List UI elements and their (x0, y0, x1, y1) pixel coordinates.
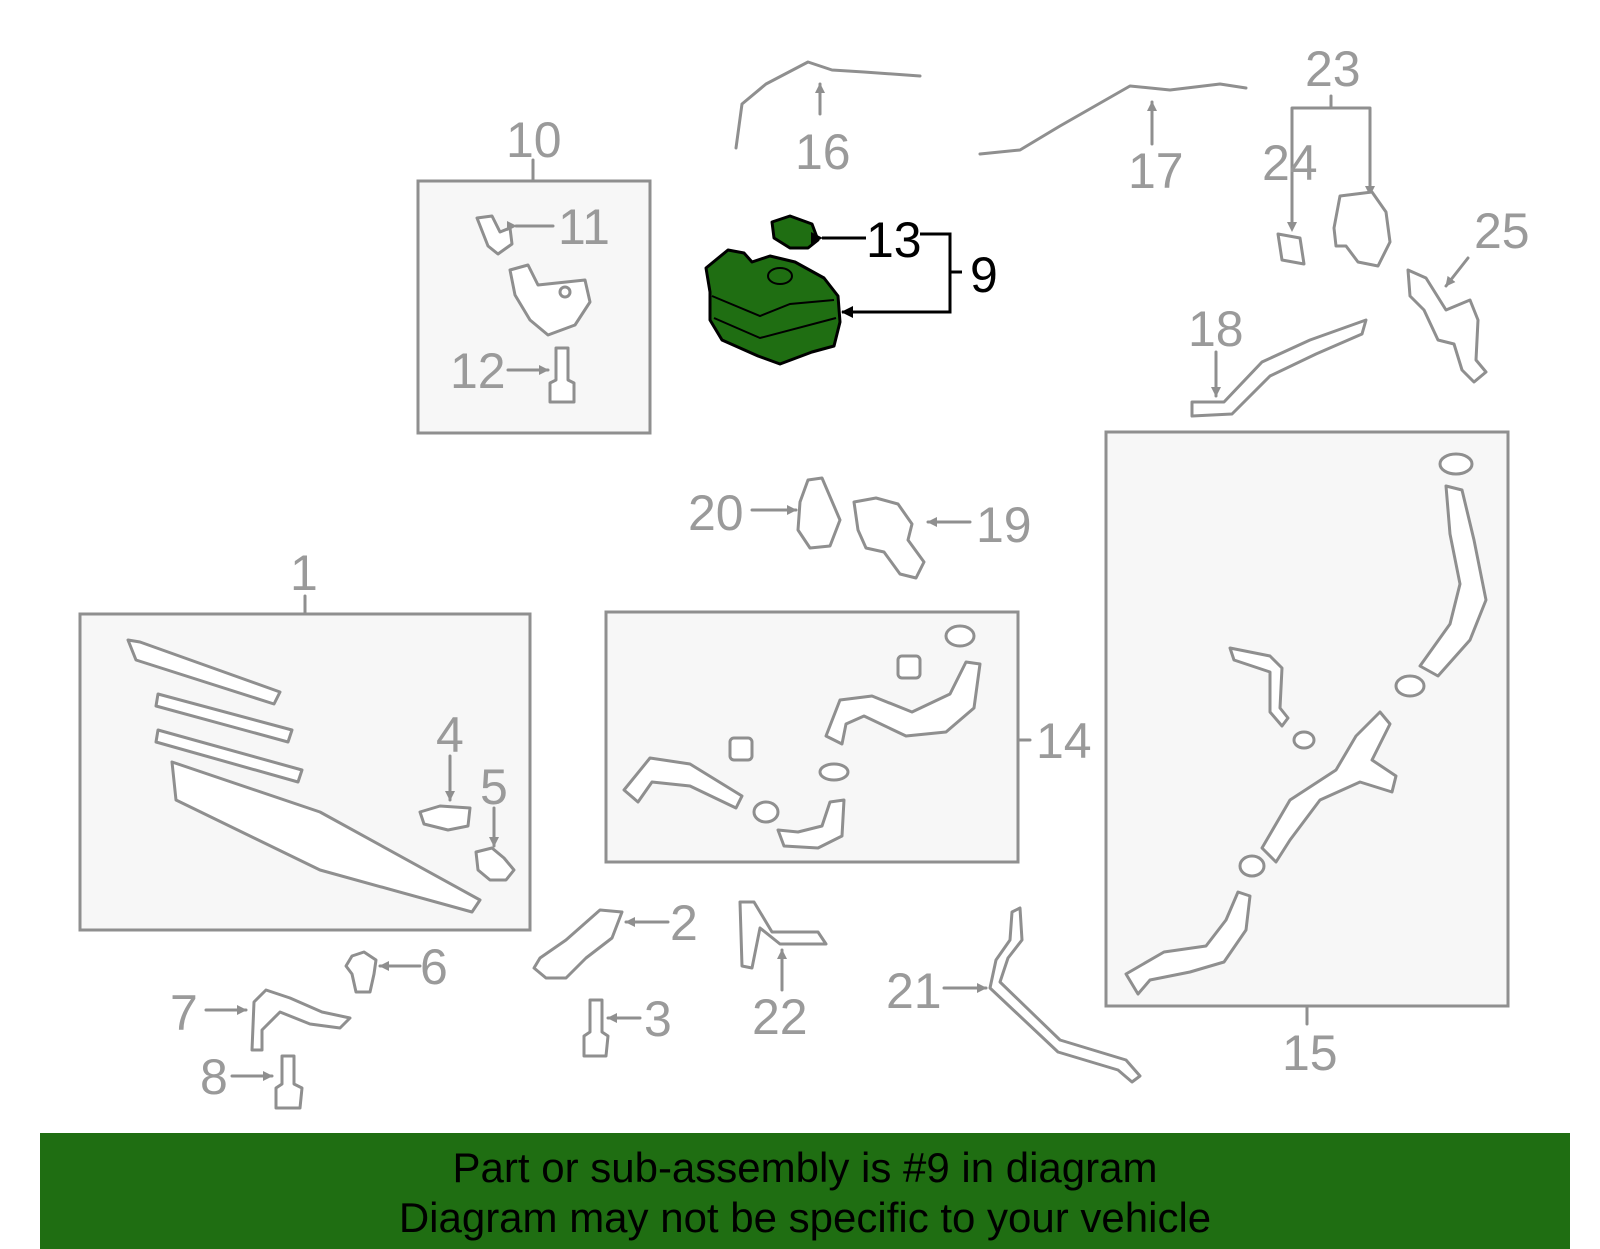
callout-24: 24 (1262, 135, 1318, 191)
bracket-2-group: 2 (532, 895, 698, 980)
bolt-part-12[interactable] (548, 346, 576, 404)
callout-7: 7 (170, 985, 198, 1041)
callout-23: 23 (1305, 41, 1361, 97)
callout-3: 3 (644, 991, 672, 1047)
callout-4: 4 (436, 707, 464, 763)
part-1-bar-a[interactable] (154, 692, 294, 744)
bracket-7-group: 7 (170, 985, 352, 1052)
banner-line-2: Diagram may not be specific to your vehi… (398, 1194, 1212, 1241)
callout-11: 11 (558, 199, 610, 255)
clamp-part[interactable] (752, 800, 780, 824)
bolt-8-group: 8 (200, 1049, 304, 1110)
bracket-part-7[interactable] (250, 988, 352, 1052)
callout-5: 5 (480, 759, 508, 815)
grommet-part-6[interactable] (344, 950, 378, 994)
callout-16: 16 (795, 124, 851, 180)
clamp-part[interactable] (896, 654, 922, 680)
pipe-17-group: 17 (978, 82, 1248, 199)
grommet-6-group: 6 (344, 939, 448, 995)
hose-18-group: 18 (1188, 301, 1368, 418)
bolt-3-group: 3 (582, 991, 672, 1058)
reservoir-cap-part-13[interactable] (770, 214, 820, 250)
hose-part-14-c[interactable] (776, 798, 846, 850)
callout-10: 10 (506, 112, 562, 168)
clamp-part[interactable] (1238, 854, 1266, 878)
pipe-part-25[interactable] (1406, 268, 1488, 384)
thermostat-housing-group: 23 24 25 (1262, 41, 1530, 384)
bracket-part-2[interactable] (532, 908, 624, 980)
callout-18: 18 (1188, 301, 1244, 357)
coolant-reservoir-group: 13 9 (704, 212, 998, 366)
bolt-part-3[interactable] (582, 998, 610, 1058)
clamp-part[interactable] (1292, 730, 1316, 750)
callout-8: 8 (200, 1049, 228, 1105)
callout-21: 21 (886, 963, 942, 1019)
reservoir-tank-part-9[interactable] (704, 248, 842, 366)
pipe-22-group: 22 (738, 900, 828, 1045)
callout-22: 22 (752, 989, 808, 1045)
pipe-part-16[interactable] (734, 60, 922, 150)
housing-part-23[interactable] (1332, 190, 1392, 268)
clamp-part[interactable] (1394, 674, 1426, 698)
bracket-part-11[interactable] (475, 214, 514, 256)
part-1-bar-b[interactable] (154, 728, 304, 784)
box-15: 15 (1104, 430, 1510, 1081)
part-4[interactable] (418, 804, 472, 832)
pipe-part-15-mid[interactable] (1260, 710, 1398, 864)
clamp-part[interactable] (1438, 452, 1474, 476)
box-1: 1 4 5 (78, 545, 532, 932)
callout-15: 15 (1282, 1025, 1338, 1081)
callout-6: 6 (420, 939, 448, 995)
banner-line-1: Part or sub-assembly is #9 in diagram (452, 1144, 1158, 1191)
clamp-part[interactable] (944, 624, 976, 648)
info-banner: Part or sub-assembly is #9 in diagram Di… (40, 1133, 1570, 1249)
hose-part-14-a[interactable] (622, 756, 744, 810)
callout-13: 13 (866, 212, 922, 268)
clamp-part[interactable] (728, 736, 754, 762)
pipe-part-17[interactable] (978, 82, 1248, 156)
callout-9: 9 (970, 247, 998, 303)
clamp-part[interactable] (818, 762, 850, 782)
part-1-upper[interactable] (126, 638, 282, 706)
callout-12: 12 (450, 343, 506, 399)
pipe-part-15-small[interactable] (1228, 646, 1290, 728)
callout-25: 25 (1474, 203, 1530, 259)
hose-part-15-lower[interactable] (1124, 890, 1252, 996)
callout-2: 2 (670, 895, 698, 951)
gasket-part-20[interactable] (796, 476, 842, 550)
part-1-body[interactable] (170, 760, 482, 914)
pipe-21-group: 21 (886, 906, 1142, 1084)
pipe-part-22[interactable] (738, 900, 828, 970)
box-14: 14 (604, 610, 1092, 864)
callout-14: 14 (1036, 713, 1092, 769)
callout-20: 20 (688, 485, 744, 541)
callout-1: 1 (290, 545, 318, 601)
valve-19-20-group: 20 19 (688, 476, 1032, 580)
bolt-part-8[interactable] (274, 1054, 304, 1110)
box-10: 10 11 12 (416, 112, 652, 435)
pipe-part-21[interactable] (988, 906, 1142, 1084)
callout-17: 17 (1128, 143, 1184, 199)
part-5[interactable] (474, 846, 516, 882)
hose-part-15-upper[interactable] (1418, 484, 1488, 678)
hose-part-18[interactable] (1190, 318, 1368, 418)
hose-part-14-b[interactable] (824, 660, 982, 746)
valve-part-19[interactable] (852, 496, 926, 580)
bracket-part[interactable] (508, 263, 592, 337)
callout-19: 19 (976, 497, 1032, 553)
gasket-part-24[interactable] (1276, 232, 1306, 266)
pipe-16-group: 16 (734, 60, 922, 180)
